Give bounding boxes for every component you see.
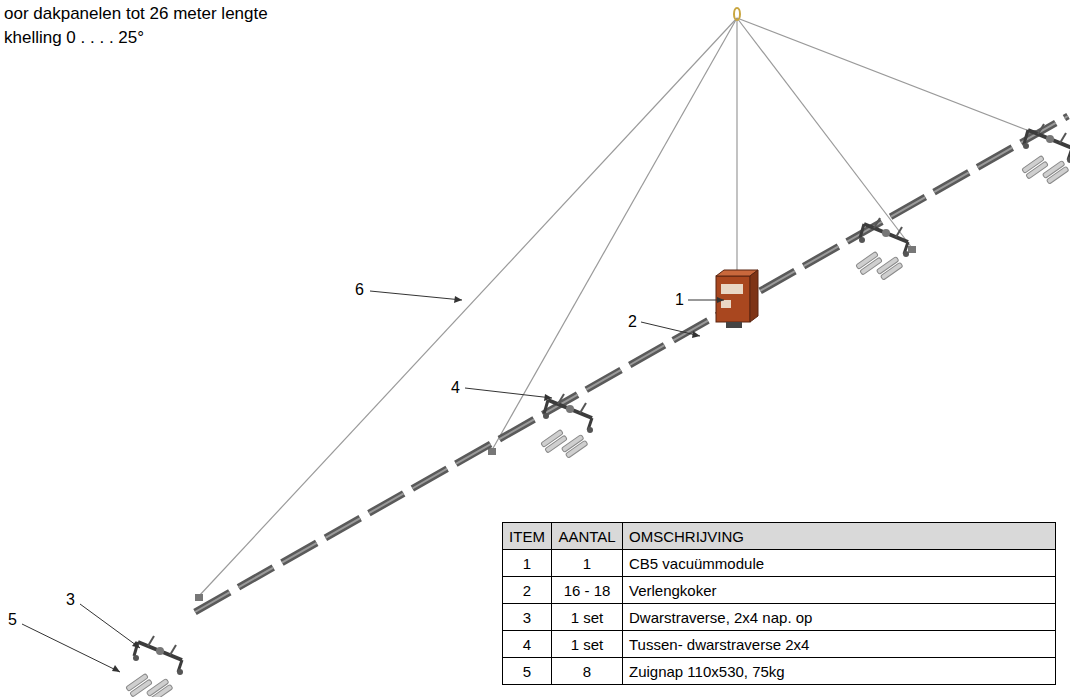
- table-header: AANTAL: [552, 523, 623, 550]
- table-cell: Verlengkoker: [623, 577, 1056, 604]
- callout-number: 5: [8, 610, 17, 630]
- table-cell: CB5 vacuümmodule: [623, 550, 1056, 577]
- callout-number: 4: [451, 378, 460, 398]
- table-cell: 8: [552, 658, 623, 685]
- callout-number: 2: [628, 312, 637, 332]
- table-cell: Tussen- dwarstraverse 2x4: [623, 631, 1056, 658]
- table-cell: 4: [503, 631, 552, 658]
- table-cell: 16 - 18: [552, 577, 623, 604]
- table-header: ITEM: [503, 523, 552, 550]
- table-cell: 2: [503, 577, 552, 604]
- table-cell: Dwarstraverse, 2x4 nap. op: [623, 604, 1056, 631]
- callout-number: 3: [66, 590, 75, 610]
- callout-number: 1: [675, 290, 684, 310]
- table-header: OMSCHRIJVING: [623, 523, 1056, 550]
- table-row: 41 setTussen- dwarstraverse 2x4: [503, 631, 1056, 658]
- table-cell: Zuignap 110x530, 75kg: [623, 658, 1056, 685]
- callout-number: 6: [355, 280, 364, 300]
- table-cell: 1: [503, 550, 552, 577]
- note-text: khelling 0 . . . . 25°: [4, 28, 144, 48]
- table-cell: 5: [503, 658, 552, 685]
- table-row: 216 - 18Verlengkoker: [503, 577, 1056, 604]
- parts-table: ITEMAANTALOMSCHRIJVING11CB5 vacuümmodule…: [502, 522, 1056, 685]
- table-row: 11CB5 vacuümmodule: [503, 550, 1056, 577]
- table-cell: 1: [552, 550, 623, 577]
- table-row: 58Zuignap 110x530, 75kg: [503, 658, 1056, 685]
- note-text: oor dakpanelen tot 26 meter lengte: [4, 4, 268, 24]
- table-cell: 1 set: [552, 631, 623, 658]
- table-row: 31 setDwarstraverse, 2x4 nap. op: [503, 604, 1056, 631]
- table-cell: 1 set: [552, 604, 623, 631]
- table-row: ITEMAANTALOMSCHRIJVING: [503, 523, 1056, 550]
- table-cell: 3: [503, 604, 552, 631]
